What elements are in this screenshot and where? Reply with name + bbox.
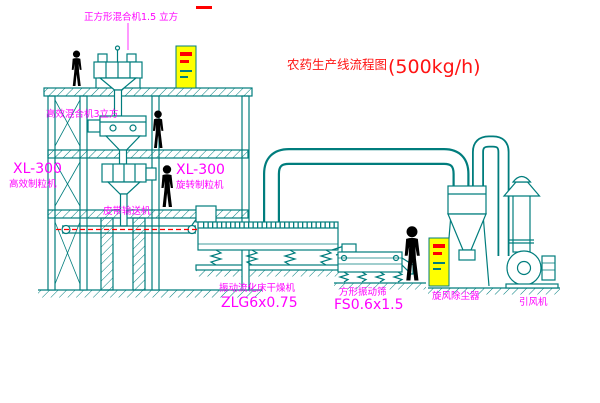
ground-foundation bbox=[38, 264, 560, 298]
mixer-motor-right bbox=[126, 53, 137, 63]
label-belt-conveyor: 皮带输送机 bbox=[103, 205, 151, 217]
panel-marking bbox=[433, 262, 445, 264]
panel-marking bbox=[433, 268, 441, 270]
building-structure bbox=[43, 87, 253, 291]
screen-spring bbox=[337, 271, 350, 283]
mixer-motor-left bbox=[97, 53, 108, 63]
exhaust-duct bbox=[263, 148, 470, 232]
cross-bracing bbox=[54, 99, 81, 285]
label-granulator-mid-model: XL-300 bbox=[176, 162, 225, 178]
label-dryer-name: 振动流化床干燥机 bbox=[219, 282, 296, 294]
panel-marking bbox=[180, 70, 192, 72]
dryer-body bbox=[197, 221, 339, 251]
screen-body bbox=[337, 251, 403, 273]
floor2-beam bbox=[47, 149, 249, 159]
dryer-inlet-box bbox=[195, 205, 217, 223]
label-granulator-mid-name: 旋转制粒机 bbox=[176, 179, 224, 191]
panel-red-marking bbox=[433, 244, 445, 248]
control-panel-roof bbox=[175, 45, 197, 89]
panel-red-marking bbox=[180, 52, 192, 56]
fan-hub bbox=[516, 260, 532, 276]
label-screen-name: 方形振动筛 bbox=[339, 286, 387, 298]
title-main: 农药生产线流程图 bbox=[287, 57, 387, 72]
panel-marking bbox=[180, 76, 188, 78]
screen-spring bbox=[355, 271, 368, 283]
column-left bbox=[47, 95, 56, 291]
red-mark bbox=[196, 6, 212, 9]
label-granulator-left-model: XL-300 bbox=[13, 161, 62, 177]
rotary-granulator bbox=[101, 163, 157, 227]
control-panel-ground bbox=[428, 237, 450, 287]
stack-cap-dome bbox=[511, 175, 532, 183]
mixer2-motor bbox=[87, 119, 101, 133]
worker-figure bbox=[404, 226, 420, 281]
induced-draft-fan bbox=[505, 250, 559, 289]
title-capacity: (500kg/h) bbox=[388, 56, 481, 78]
cyclone-cone bbox=[447, 213, 487, 251]
worker-figure bbox=[161, 165, 173, 207]
label-fan: 引风机 bbox=[519, 296, 548, 308]
screen-spring bbox=[391, 271, 404, 283]
cyclone-separator bbox=[444, 185, 490, 287]
mixer2-discharge-cone bbox=[104, 135, 142, 151]
support-pillars bbox=[100, 217, 146, 291]
label-granulator-left-name: 高效制粒机 bbox=[9, 178, 57, 190]
cyclone-cylinder bbox=[447, 185, 487, 215]
panel-red-marking bbox=[433, 252, 442, 255]
granulator-motor bbox=[145, 167, 157, 181]
label-dryer-model: ZLG6x0.75 bbox=[221, 295, 298, 311]
panel-red-marking bbox=[180, 60, 189, 63]
dryer-spring bbox=[208, 249, 224, 266]
column-left-inner bbox=[79, 95, 88, 291]
exhaust-stack bbox=[502, 175, 541, 253]
fluid-bed-dryer bbox=[195, 205, 339, 266]
square-mixer bbox=[93, 45, 143, 117]
dryer-spring bbox=[282, 249, 298, 266]
fan-motor bbox=[541, 255, 556, 281]
screen-vibrator bbox=[392, 254, 400, 262]
label-cyclone: 旋风除尘器 bbox=[432, 290, 480, 302]
screen-vibrator bbox=[340, 254, 348, 262]
cyclone-leg bbox=[482, 213, 490, 287]
dryer-spring bbox=[244, 249, 260, 266]
column-right bbox=[241, 95, 250, 291]
vibrating-screen bbox=[331, 243, 414, 283]
worker-figure bbox=[71, 50, 82, 86]
belt-conveyor bbox=[56, 213, 207, 235]
roof-beam bbox=[43, 87, 253, 97]
screen-spring bbox=[373, 271, 386, 283]
label-screen-model: FS0.6x1.5 bbox=[334, 297, 404, 313]
high-efficiency-mixer bbox=[87, 115, 147, 165]
dryer-spring bbox=[318, 249, 334, 266]
dryer-foundation bbox=[195, 264, 343, 271]
screen-inlet bbox=[341, 243, 357, 253]
label-roof-mixer: 正方形混合机1.5 立方 bbox=[84, 11, 178, 23]
fan-base bbox=[505, 283, 559, 289]
mixer2-chute bbox=[118, 149, 128, 165]
screen-outlet-spout bbox=[401, 264, 409, 272]
floor3-beam bbox=[47, 209, 249, 219]
granulator-discharge-cone bbox=[106, 181, 142, 195]
cyclone-rotary-valve bbox=[458, 249, 476, 261]
label-floor-mixer: 高效混合机3立方 bbox=[46, 108, 119, 120]
cyclone-outlet-duct bbox=[472, 135, 510, 256]
